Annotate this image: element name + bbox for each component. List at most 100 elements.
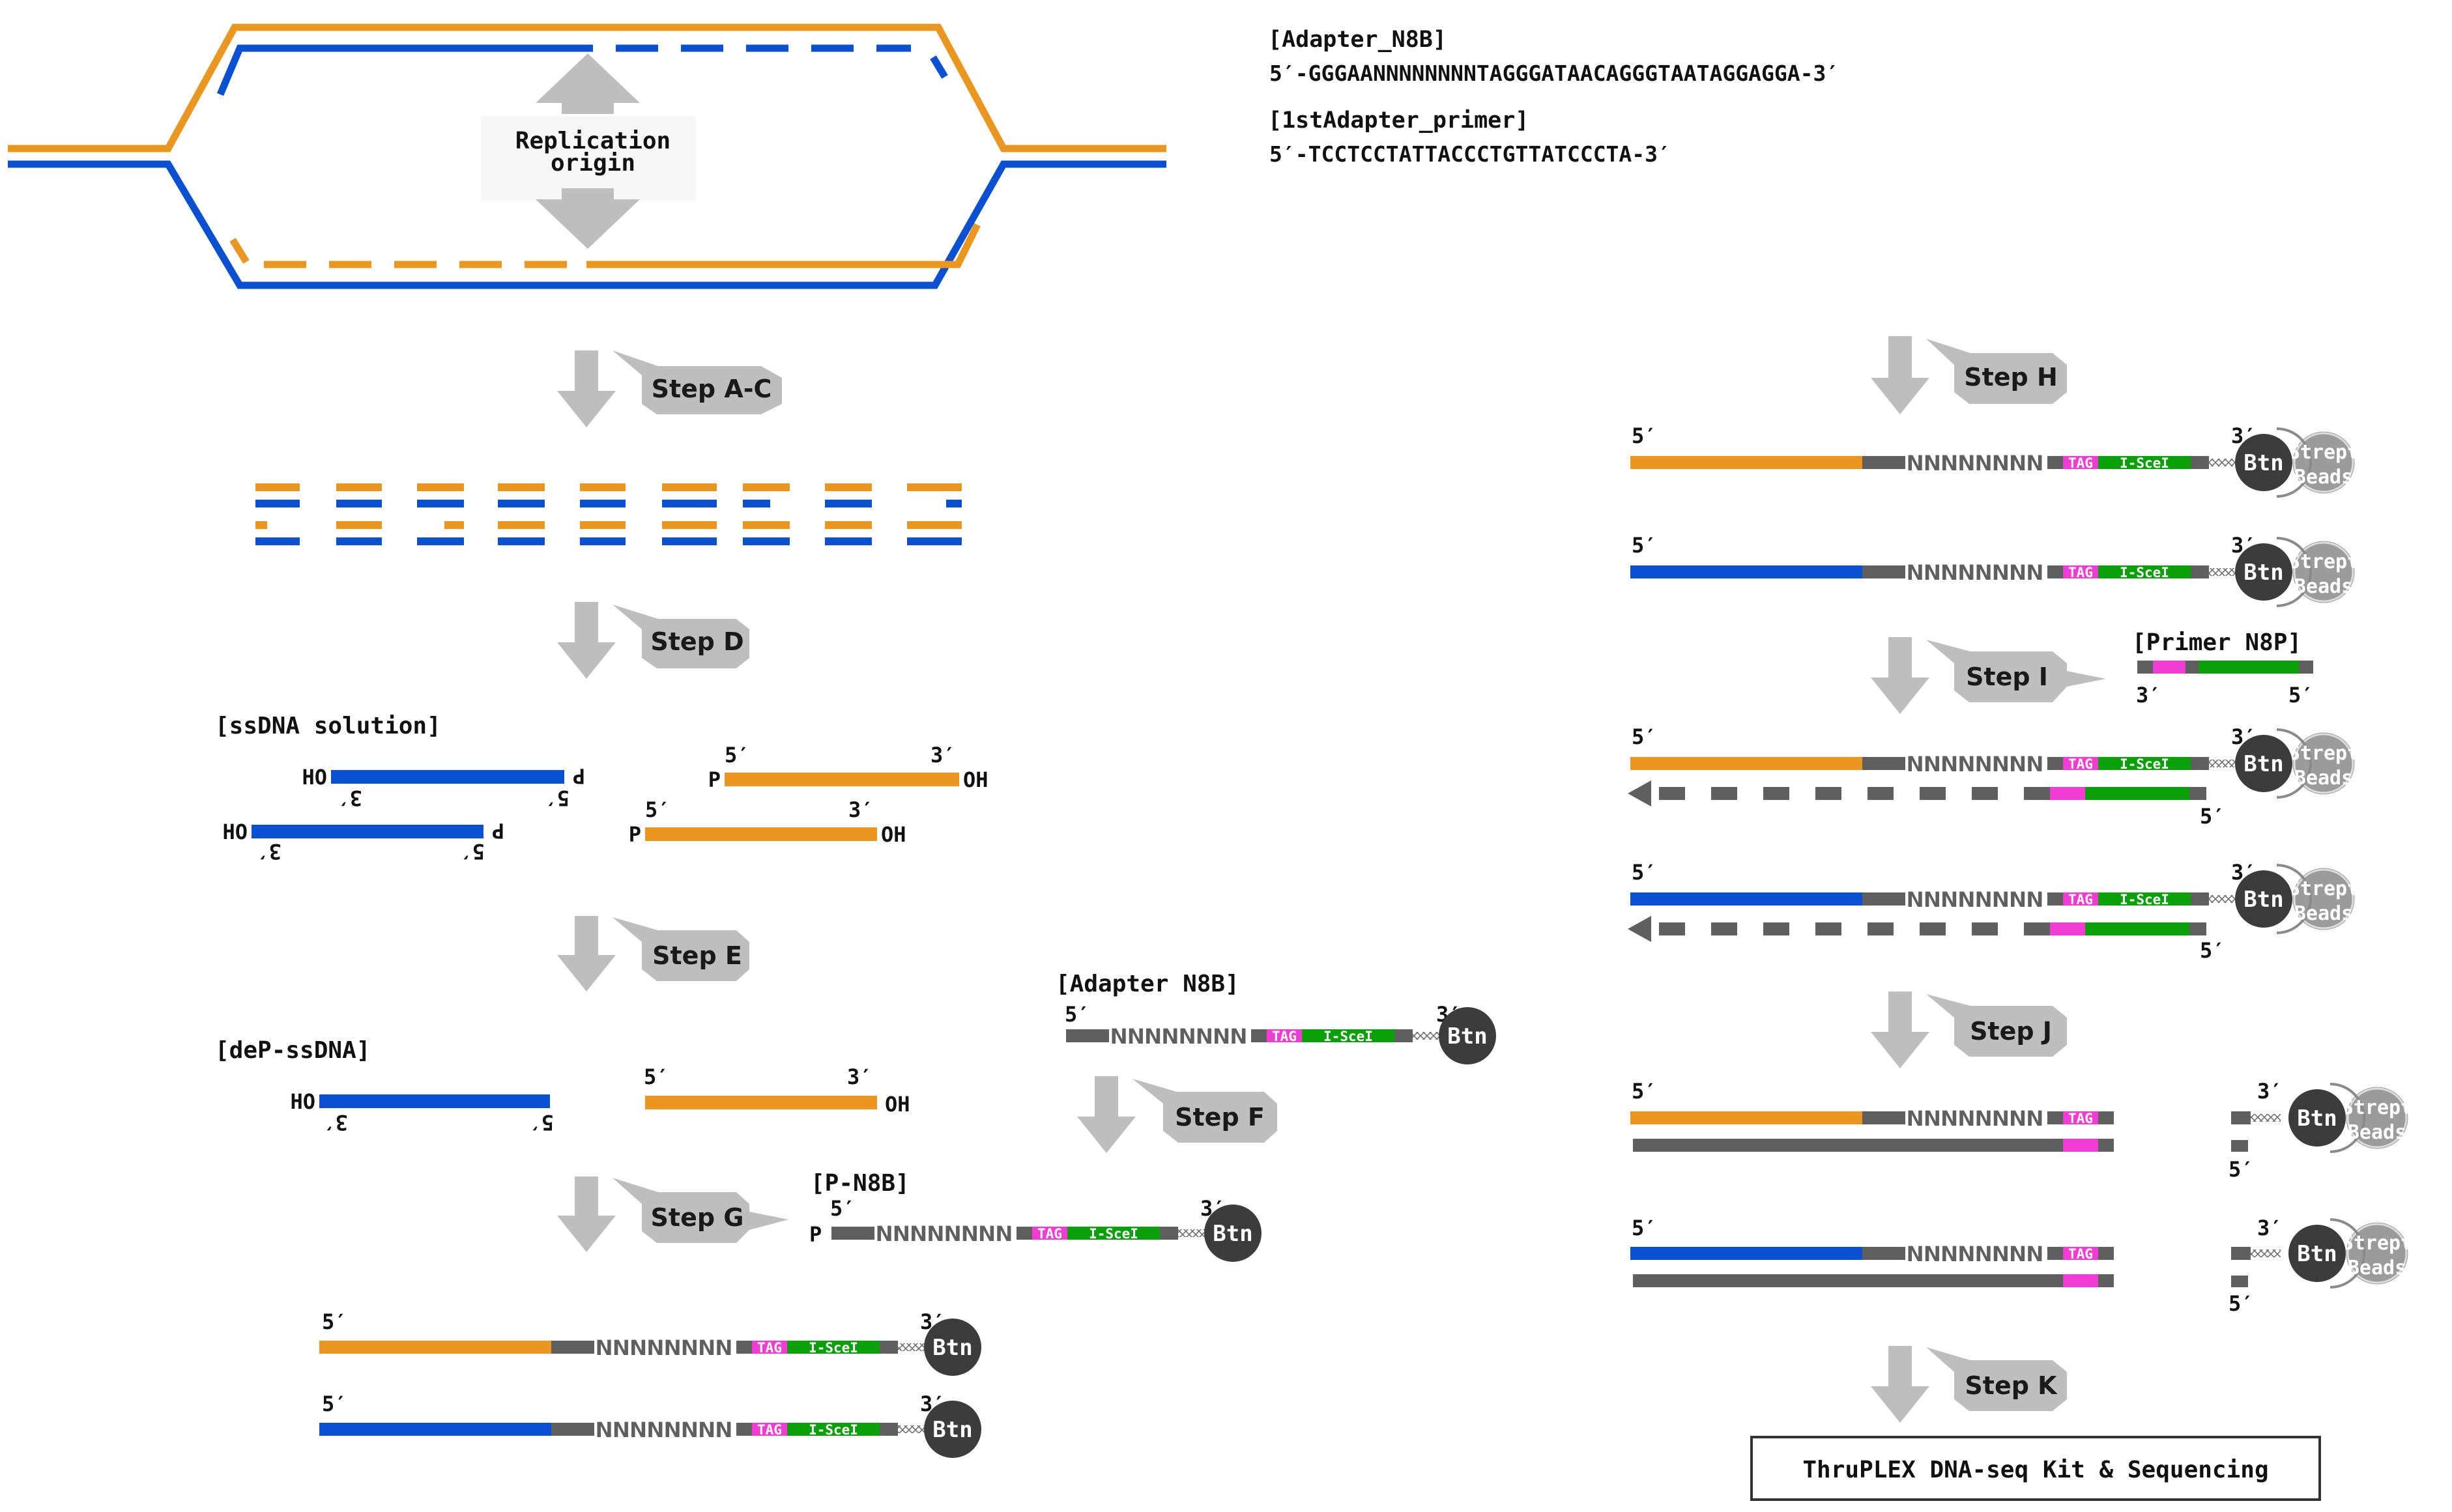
p-n8b-btn-label: Btn [1213,1221,1252,1247]
h-orange-gray-spacer [2047,456,2063,469]
h-blue-isce-box [2098,565,2191,578]
dep-blue-3prime: 3′ [323,1110,348,1135]
step-g-callout [613,1178,788,1243]
i-orange-copy-isce [2085,787,2189,800]
h-blue-beads-label-2: Beads [2294,575,2353,598]
i-blue-tag-box [2063,892,2098,906]
i-blue-beads-label-2: Beads [2294,902,2353,925]
step-d-callout [613,605,749,668]
j-blue-copy-tag [2063,1274,2098,1287]
i-blue-n8: NNNNNNNN [1907,887,2043,912]
ssdna-orange2-oh: OH [881,822,906,847]
j-blue-bead-5prime: 5′ [2228,1291,2254,1316]
step-j-label: Step J [1970,1017,2052,1046]
step-k: Step K [1871,1346,2067,1423]
i-orange-copy-5prime: 5′ [2200,804,2225,829]
fragment-2-2 [444,521,464,529]
j-blue-bead-stub-bottom [2231,1276,2248,1287]
h-orange-btn-label: Btn [2243,450,2283,476]
i-blue-copy-tag [2050,922,2085,935]
p-n8b-linker [1178,1229,1211,1237]
lig-blue-isce-box [787,1423,880,1436]
i-blue-dash-4 [1868,922,1894,935]
fragment-3-0 [255,537,300,545]
p-n8b-tag-box [1032,1227,1067,1240]
ssdna-blue1-3prime: 3′ [337,786,362,810]
j-blue-adapter-stub [1862,1247,1905,1260]
first-adapter-sequence: 5′-TCCTCCTATTACCCTGTTATCCCTA-3′ [1269,141,1671,167]
dep-blue-ho: HO [290,1089,315,1114]
j-blue-bead-linker [2249,1249,2281,1257]
i-blue-copy-tail [2189,922,2206,935]
ssdna-blue2-5prime: 5′ [459,839,485,864]
h-orange-linker-arc [2276,427,2312,498]
adapter-free-btn-label: Btn [1447,1023,1487,1049]
ligation-products: 5′ 3′ 5′ 3′ [322,1309,945,1416]
adapter-free-adapter-stub [1066,1029,1109,1042]
lig-blue-btn-label: Btn [932,1417,972,1443]
i-orange-beads-ring [2293,733,2354,794]
step-e-label: Step E [652,941,742,970]
lig-blue-tail [880,1423,898,1436]
h-orange-isce-label: I-SceI [2120,455,2169,471]
ssdna-blue-strand-1 [331,770,564,784]
step-i-arrow-icon [1871,637,1929,714]
fragment-0-3 [498,483,545,491]
adapter-free-gray-spacer [1251,1029,1267,1042]
step-i: Step I [1871,637,2106,714]
i-blue-dash-3 [1815,922,1841,935]
final-box: ThruPLEX DNA-seq Kit & Sequencing [1750,1436,2321,1501]
dep-orange-5prime: 5′ [644,1064,669,1089]
h-orange-isce-box [2098,456,2191,469]
i-blue-tail [2191,892,2209,906]
j-orange-complement [1633,1139,2063,1152]
step-g: Step G [557,1177,788,1252]
j-blue-bead-beads-ring [2346,1223,2408,1284]
j-orange-5prime: 5′ [1632,1079,1657,1104]
j-blue-tag-label: TAG [2068,1246,2093,1262]
i-blue-isce-box [2098,892,2191,906]
fragment-3-7 [825,537,872,545]
step-e-callout [613,917,749,981]
dep-orange-3prime: 3′ [847,1064,873,1089]
i-blue-adapter-stub [1862,892,1905,906]
fragment-3-1 [336,537,382,545]
j-orange-bead-stub-top [2231,1111,2251,1124]
j-blue-bead-beads-label-2: Beads [2348,1257,2406,1279]
step-d-label: Step D [650,627,743,656]
j-blue-bead-stub-top [2231,1247,2251,1260]
fragment-3-3 [498,537,545,545]
j-orange-adapter-stub [1862,1111,1905,1124]
i-blue-dna-strand [1630,892,1862,906]
h-blue-btn-icon [2235,543,2292,601]
adapter-n8b-sequence: 5′-GGGAANNNNNNNNTAGGGATAACAGGGTAATAGGAGG… [1269,61,1839,86]
i-orange-tag-box [2063,757,2098,770]
i-orange-dash-5 [1920,787,1946,800]
i-blue-copy-isce [2085,922,2189,935]
fragment-3-4 [580,537,626,545]
fragment-2-7 [825,521,872,529]
i-blue-btn-label: Btn [2243,887,2283,913]
ssdna-orange1-p: P [708,767,721,792]
i-blue-dash-6 [1972,922,1998,935]
p-n8b-tag-label: TAG [1037,1226,1062,1242]
i-blue-copy-5prime: 5′ [2200,938,2225,963]
adapter-block-title: [Adapter N8B] [1056,971,1239,997]
j-blue-dna-strand [1630,1247,1862,1260]
i-orange-copy-tag [2050,787,2085,800]
h-blue-dna-strand [1630,565,1862,578]
primer-n8p-isce [2199,661,2299,674]
adapter-free-n8: NNNNNNNN [1110,1024,1247,1049]
h-blue-beads-label-1: Strept [2288,550,2359,573]
lig-blue-5prime: 5′ [322,1391,347,1416]
fragment-1-7 [825,500,872,507]
fragment-1-0 [255,500,300,507]
i-blue-linker [2209,895,2242,903]
i-orange-copy-tail [2189,787,2206,800]
p-n8b-gray-spacer [1017,1227,1032,1240]
p-n8b-isce-label: I-SceI [1089,1226,1138,1242]
j-orange-n8: NNNNNNNN [1907,1106,2043,1131]
i-orange-arrowhead-icon [1628,780,1651,806]
